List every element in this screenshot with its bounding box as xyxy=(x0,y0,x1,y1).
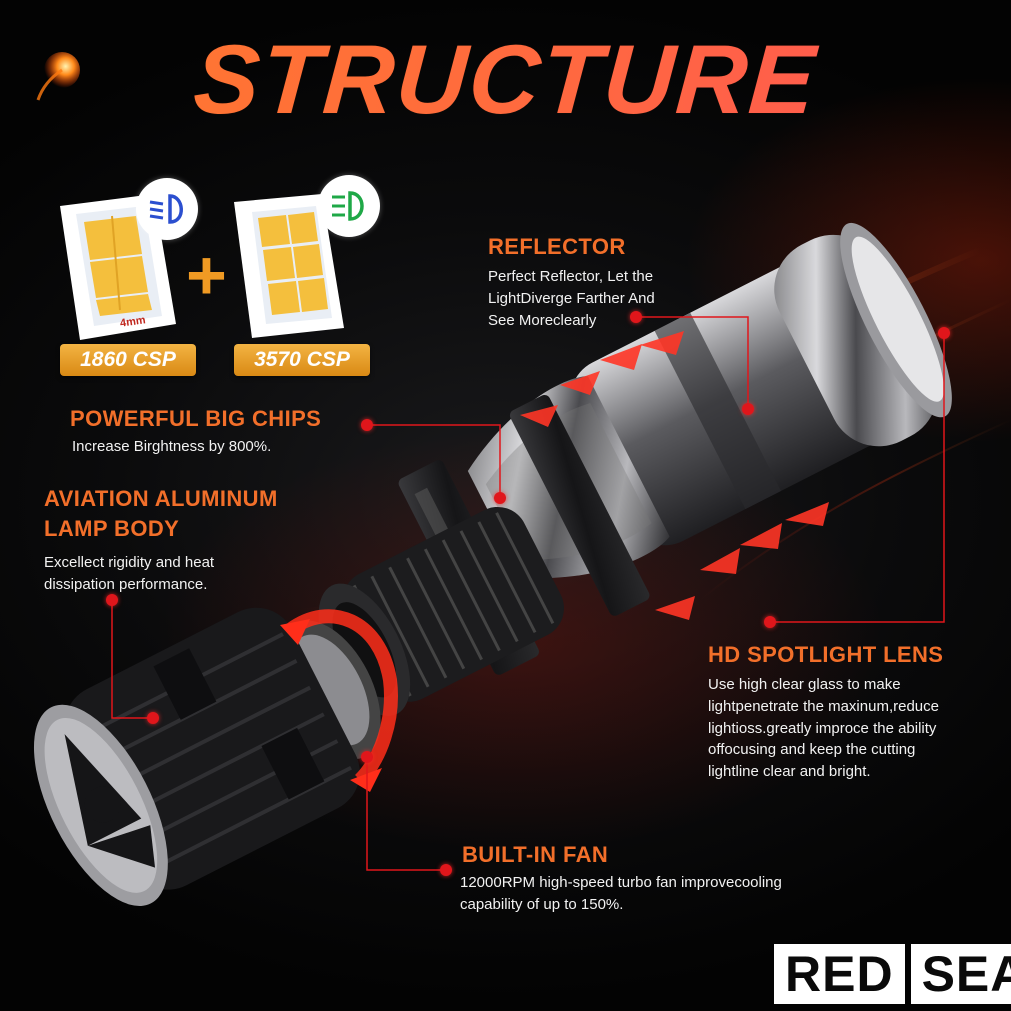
chips-description: Increase Birghtness by 800%. xyxy=(72,438,272,455)
chip-3570-badge: 3570 CSP xyxy=(234,344,370,376)
low-beam-headlight-icon xyxy=(136,178,198,240)
reflector-target-dot xyxy=(742,403,754,415)
brand-logo-part-red: RED xyxy=(774,944,905,1004)
chip-3570-card xyxy=(234,194,344,338)
lens-heading: HD SPOTLIGHT LENS xyxy=(708,642,944,667)
lens-description: Use high clear glass to make lightpenetr… xyxy=(708,676,939,780)
chips-pointer-dot xyxy=(361,419,373,431)
high-beam-headlight-icon xyxy=(318,175,380,237)
plus-sign: + xyxy=(186,236,227,314)
lamp-body-heading: AVIATION ALUMINUM LAMP BODY xyxy=(44,486,278,541)
fan-pointer-dot xyxy=(440,864,452,876)
spark-icon xyxy=(36,52,80,101)
brand-logo-part-sea: SEA xyxy=(910,944,1011,1004)
fan-heading: BUILT-IN FAN xyxy=(462,842,609,867)
reflector-pointer-dot xyxy=(630,311,642,323)
lamp-body-description: Excellect rigidity and heat dissipation … xyxy=(44,554,215,593)
chip-1860-badge: 1860 CSP xyxy=(60,344,196,376)
lens-pointer-dot xyxy=(764,616,776,628)
lamp-body-pointer-dot xyxy=(106,594,118,606)
chips-heading: POWERFUL BIG CHIPS xyxy=(70,406,322,431)
reflector-heading: REFLECTOR xyxy=(488,234,626,259)
lens-target-dot xyxy=(938,327,950,339)
fan-target-dot xyxy=(361,751,373,763)
reflector-description: Perfect Reflector, Let the LightDiverge … xyxy=(488,268,655,329)
fan-description: 12000RPM high-speed turbo fan improvecoo… xyxy=(460,874,782,913)
lamp-body-target-dot xyxy=(147,712,159,724)
chips-target-dot xyxy=(494,492,506,504)
brand-logo: RED SEA xyxy=(774,944,1011,1004)
